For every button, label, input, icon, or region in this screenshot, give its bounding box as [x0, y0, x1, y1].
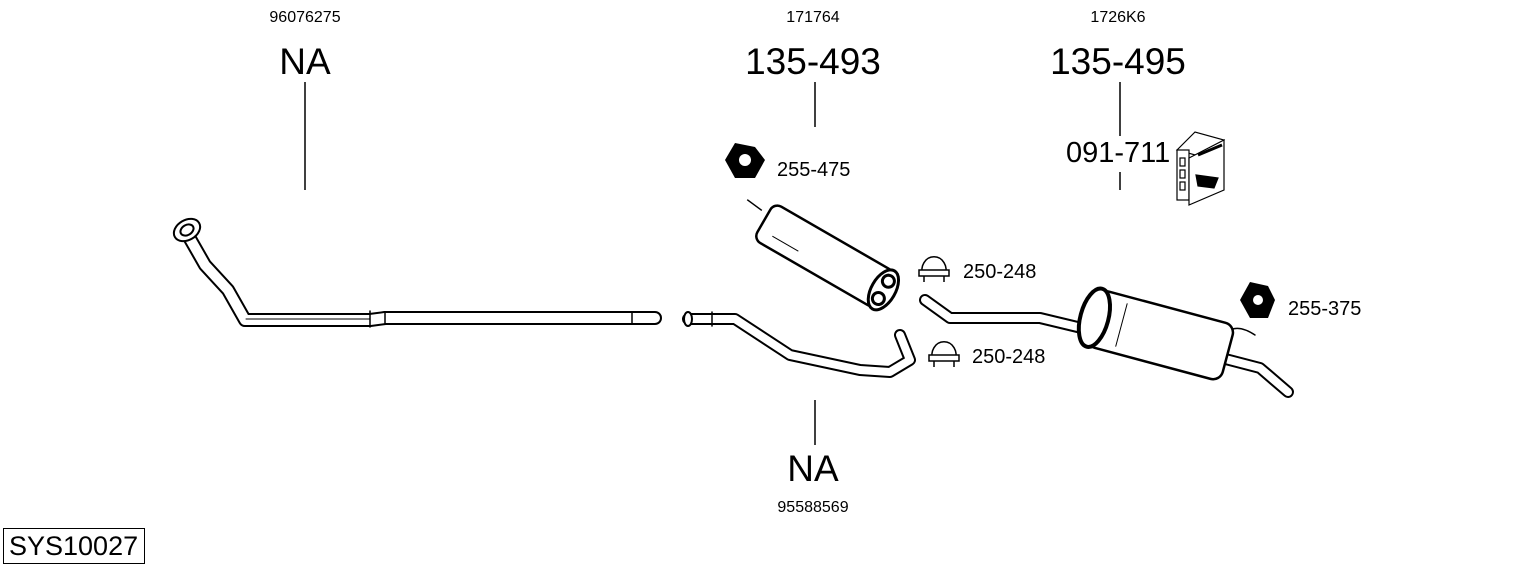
oe-number: 1726K6 — [1090, 9, 1146, 26]
oe-number: 171764 — [786, 9, 840, 26]
gasket-part-number[interactable]: 255-375 — [1288, 298, 1362, 320]
gasket-icon — [1240, 282, 1275, 318]
clamp-part-number[interactable]: 250-248 — [972, 346, 1046, 368]
front-pipe — [172, 217, 662, 328]
part-number[interactable]: NA — [279, 41, 331, 82]
system-id: SYS10027 — [3, 528, 146, 564]
gasket-part-number[interactable]: 255-475 — [777, 159, 851, 181]
part-number[interactable]: 135-493 — [745, 41, 881, 82]
middle-silencer — [746, 199, 901, 312]
clamp-icon — [928, 341, 960, 367]
kit-number[interactable]: 091-711 — [1066, 137, 1171, 169]
part-number[interactable]: 135-495 — [1050, 41, 1186, 82]
intermediate-pipe — [682, 311, 916, 378]
clamp-icon — [918, 256, 950, 282]
gasket-icon — [725, 143, 765, 178]
oe-number: 96076275 — [269, 9, 341, 26]
part-number[interactable]: NA — [787, 448, 839, 489]
oe-number: 95588569 — [777, 499, 849, 516]
leader-lines — [304, 82, 1121, 445]
clamp-part-number[interactable]: 250-248 — [963, 261, 1037, 283]
rear-silencer — [919, 286, 1294, 398]
kit-box-icon — [1175, 131, 1226, 206]
